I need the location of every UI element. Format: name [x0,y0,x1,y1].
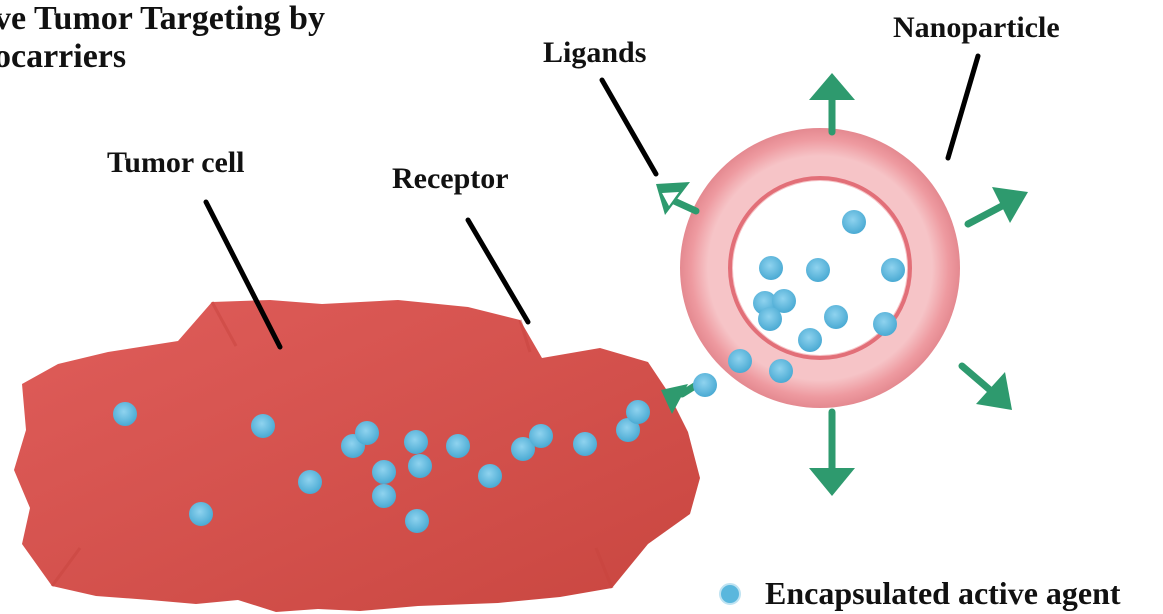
title-line-2: ocarriers [0,40,126,74]
receptor-label: Receptor [392,164,509,194]
legend-label: Encapsulated active agent [765,577,1121,609]
nanoparticle-label: Nanoparticle [893,13,1060,43]
ligands-label: Ligands [543,38,646,68]
tumor-cell-label: Tumor cell [107,148,245,178]
legend-agent-dot [719,583,741,605]
title-line-1: ve Tumor Targeting by [0,2,325,36]
